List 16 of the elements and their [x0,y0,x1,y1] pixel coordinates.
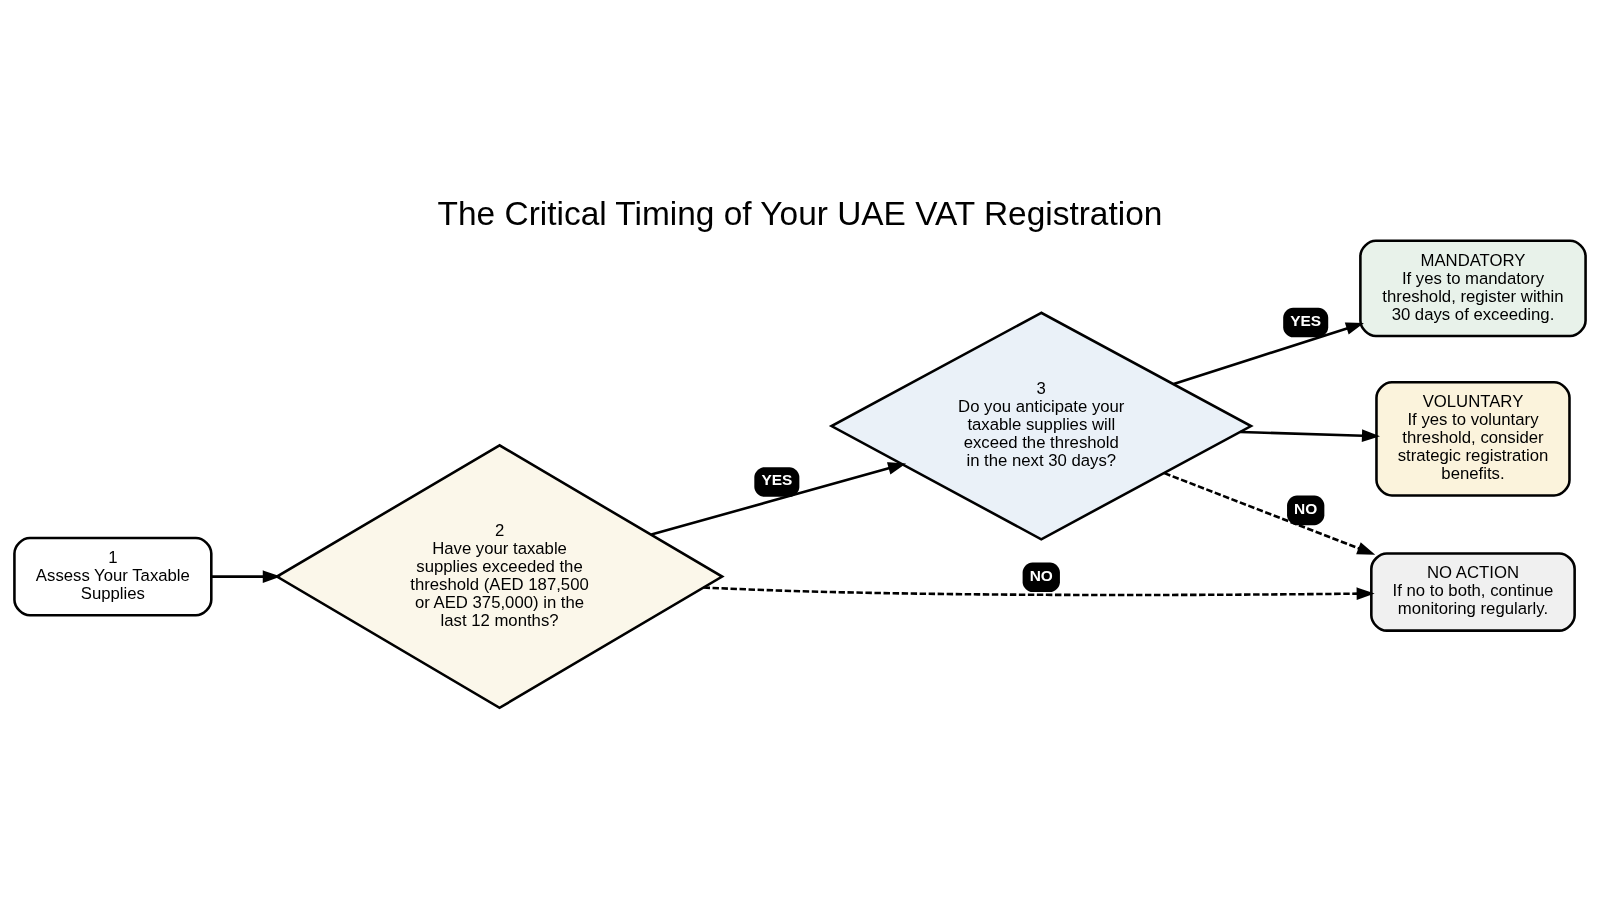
node-box: 1 Assess Your Taxable Supplies [13,536,213,616]
node-diamond: 3 Do you anticipate your taxable supplies will exceed the threshold in the next 30 days? [828,310,1254,541]
node-box: NO ACTION If no to both, continue monitoring regularly. [1370,551,1576,632]
arrow [211,569,281,583]
diagram-title: The Critical Timing of Your UAE VAT Registration [437,194,1163,232]
node-box: VOLUNTARY If yes to voluntary threshold, consider strategic registration benefits. [1375,380,1571,497]
arrow [703,585,1375,600]
arrow [1163,471,1376,555]
edge-label: YES [761,470,793,488]
node-box: MANDATORY If yes to mandatory threshold, register within 30 days of exceeding. [1359,238,1587,337]
arrow [1173,321,1364,385]
edge-label: NO [1294,499,1318,517]
edge-label: YES [1290,311,1322,329]
arrow [1240,428,1380,442]
edge-label: NO [1029,566,1053,584]
arrow [651,461,907,536]
